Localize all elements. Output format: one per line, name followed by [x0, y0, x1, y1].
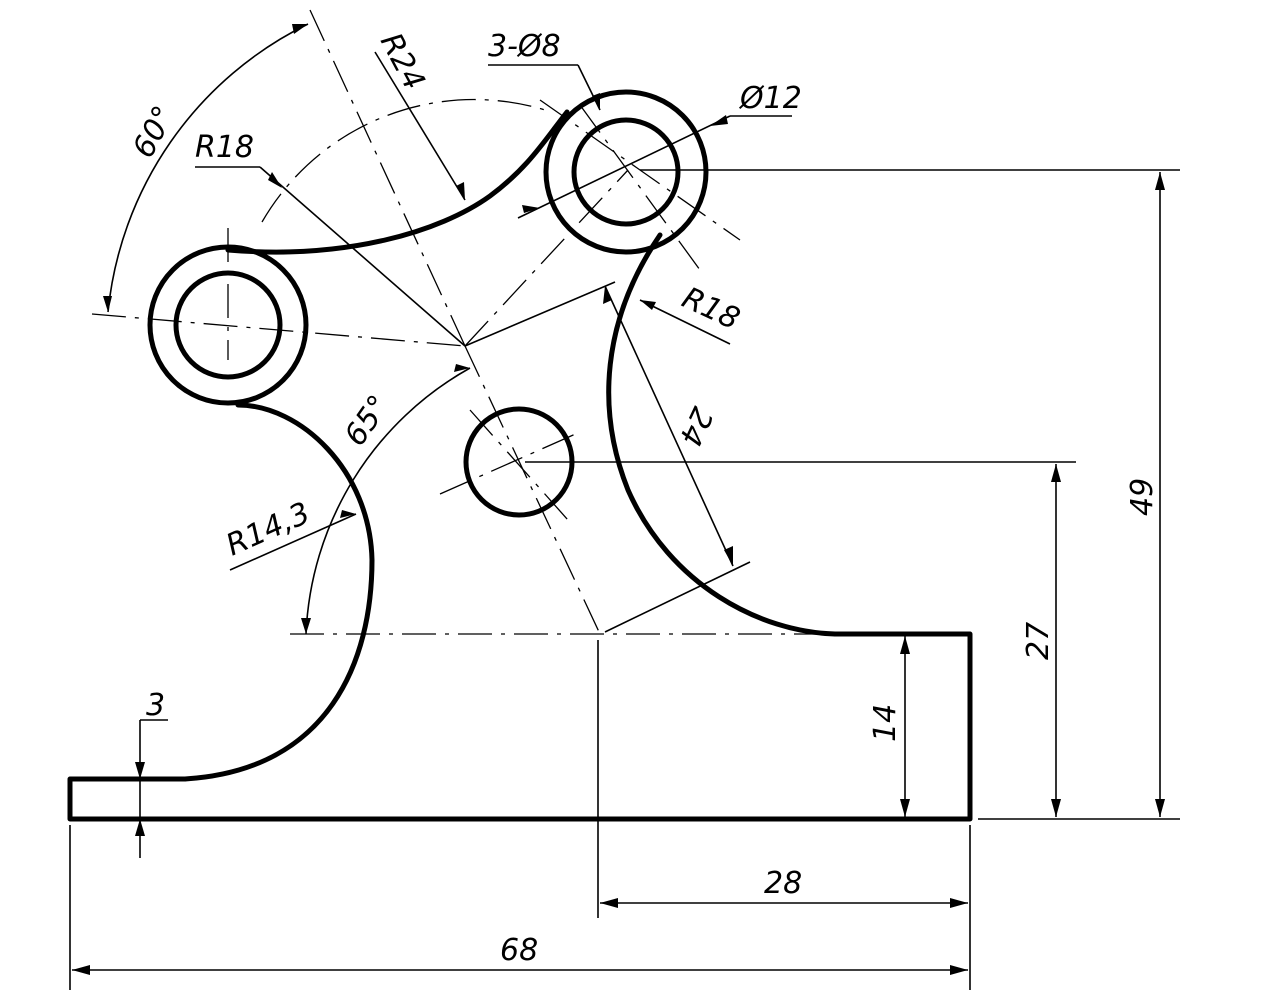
- label-angle-65: 65°: [338, 389, 397, 453]
- label-phi12: Ø12: [738, 81, 802, 116]
- arc-r18-right: [606, 232, 838, 637]
- label-angle-60: 60°: [126, 100, 182, 163]
- label-3: 3: [146, 688, 165, 723]
- dimension-labels: 3-Ø8 Ø12 R24 R18 R18 R14,3 60° 65° 24 3 …: [126, 27, 1160, 968]
- base-plate: [67, 631, 973, 822]
- label-14: 14: [868, 704, 903, 742]
- label-68: 68: [500, 933, 538, 968]
- arc-r14-3: [182, 402, 375, 782]
- label-r18-left: R18: [195, 130, 254, 165]
- label-28: 28: [764, 866, 802, 901]
- part-outline: [67, 89, 973, 822]
- top-boss-outer: [543, 89, 709, 255]
- label-49: 49: [1125, 478, 1160, 516]
- left-boss-outer: [147, 244, 309, 406]
- label-3-phi8: 3-Ø8: [488, 29, 561, 64]
- dimension-lines: [69, 23, 1180, 990]
- left-hole: [173, 270, 283, 380]
- arc-r18-top: [225, 109, 570, 255]
- top-hole: [571, 117, 681, 227]
- label-24: 24: [672, 402, 720, 451]
- label-27: 27: [1021, 622, 1056, 660]
- arrowheads: [72, 24, 1165, 975]
- label-r18-right: R18: [677, 281, 745, 338]
